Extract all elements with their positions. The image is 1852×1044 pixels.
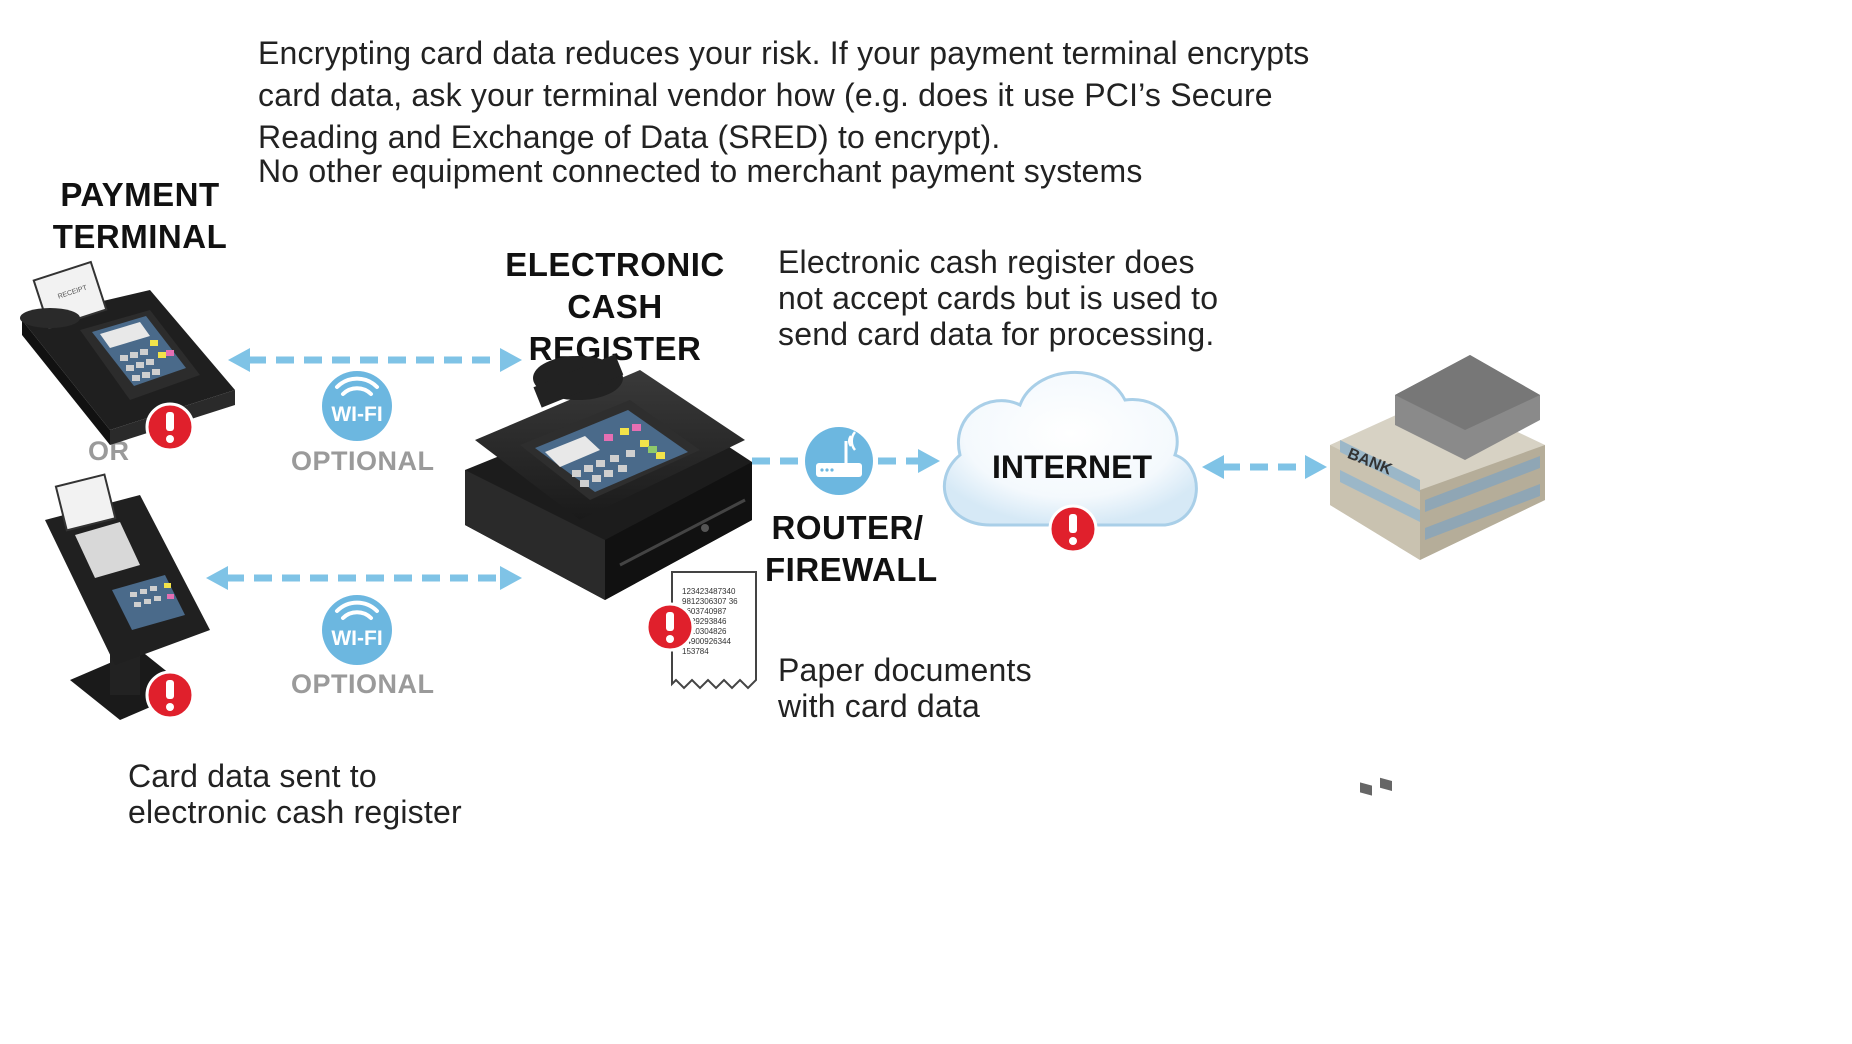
- paper-documents-line-2: with card data: [778, 688, 981, 724]
- encryption-note-line-3: Reading and Exchange of Data (SRED) to e…: [258, 119, 1001, 155]
- encryption-note: Encrypting card data reduces your risk. …: [258, 32, 1358, 158]
- receipt-line-6: 54900926344: [682, 637, 731, 646]
- receipt-line-2: 9812306307 36: [682, 597, 738, 606]
- payment-terminal-title-line-1: PAYMENT: [60, 176, 220, 213]
- card-data-sent-line-1: Card data sent to: [128, 758, 377, 794]
- bank-building-icon: BANK: [1330, 355, 1545, 796]
- router-icon: [805, 427, 873, 495]
- connector-ecr-to-router: [752, 449, 940, 473]
- receipt-line-4: 2929293846: [682, 617, 727, 626]
- encryption-note-line-1: Encrypting card data reduces your risk. …: [258, 35, 1310, 71]
- ecr-description-line-3: send card data for processing.: [778, 316, 1215, 352]
- payment-terminal-title: PAYMENT TERMINAL: [40, 174, 240, 258]
- optional-label-bottom: OPTIONAL: [291, 669, 435, 699]
- wifi-badge-bottom-text: WI-FI: [331, 627, 382, 650]
- warning-icon-internet: [1048, 504, 1098, 554]
- no-other-equipment-note: No other equipment connected to merchant…: [258, 153, 1143, 189]
- ecr-description-line-1: Electronic cash register does: [778, 244, 1195, 280]
- ecr-description-line-2: not accept cards but is used to: [778, 280, 1219, 316]
- warning-icon-terminal-top: [145, 402, 195, 452]
- wifi-badge-top: WI-FI: [322, 371, 392, 441]
- warning-icon-terminal-bottom: [145, 670, 195, 720]
- wifi-badge-bottom: WI-FI: [322, 595, 392, 665]
- paper-receipt-icon: 123423487340 9812306307 36 4603740987 29…: [671, 571, 757, 690]
- internet-label: INTERNET: [992, 449, 1152, 485]
- wifi-badge-top-text: WI-FI: [331, 403, 382, 426]
- receipt-line-3: 4603740987: [682, 607, 727, 616]
- connector-terminal-bottom-to-ecr: [206, 566, 522, 590]
- encryption-note-line-2: card data, ask your terminal vendor how …: [258, 77, 1273, 113]
- router-title-line-2: FIREWALL: [765, 551, 938, 588]
- card-data-sent-line-2: electronic cash register: [128, 794, 462, 830]
- optional-label-top: OPTIONAL: [291, 446, 435, 476]
- router-firewall-title: ROUTER/ FIREWALL: [765, 507, 938, 591]
- paper-documents-note: Paper documents with card data: [778, 652, 1078, 724]
- ecr-title-line-1: ELECTRONIC: [505, 246, 725, 283]
- ecr-description-note: Electronic cash register does not accept…: [778, 244, 1278, 352]
- receipt-line-7: 153784: [682, 647, 709, 656]
- payment-terminal-title-line-2: TERMINAL: [52, 218, 228, 255]
- payment-terminal-countertop-icon: RECEIPT: [20, 260, 235, 445]
- receipt-line-1: 123423487340: [682, 587, 736, 596]
- router-title-line-1: ROUTER/: [771, 509, 924, 546]
- internet-cloud-icon: INTERNET: [942, 370, 1198, 527]
- card-data-sent-note: Card data sent to electronic cash regist…: [128, 758, 528, 830]
- warning-icon-receipt: [645, 602, 695, 652]
- receipt-line-5: 2910304826: [682, 627, 727, 636]
- payment-terminal-stand-icon: [45, 473, 210, 720]
- paper-documents-line-1: Paper documents: [778, 652, 1032, 688]
- electronic-cash-register-icon: [465, 354, 752, 600]
- connector-internet-to-bank: [1202, 455, 1327, 479]
- connector-terminal-top-to-ecr: [228, 348, 522, 372]
